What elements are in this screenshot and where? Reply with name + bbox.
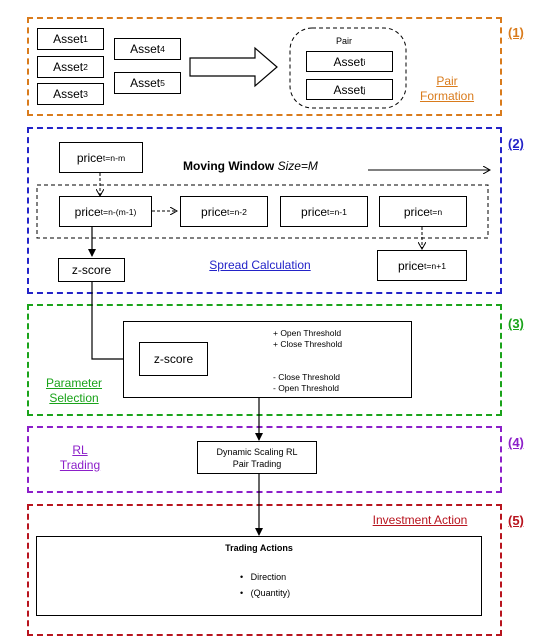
price-n-m-sub: t=n-m bbox=[102, 152, 126, 163]
asset-4-label: Asset bbox=[130, 42, 161, 56]
rl-trading-box: Dynamic Scaling RL Pair Trading bbox=[197, 441, 317, 474]
section-2-number: (2) bbox=[508, 136, 524, 151]
price-n-plus-1-label: price bbox=[397, 258, 424, 273]
section-4-frame bbox=[27, 426, 502, 493]
moving-window-size: Size=M bbox=[277, 159, 318, 173]
action-item: • (Quantity) bbox=[240, 588, 291, 598]
minus-open-threshold: - Open Threshold bbox=[272, 383, 340, 393]
section-4-label: RL Trading bbox=[50, 443, 110, 473]
section-4-label-line2: Trading bbox=[59, 458, 101, 472]
section-4-label-line1: RL bbox=[72, 443, 88, 457]
asset-3-label: Asset bbox=[53, 87, 84, 101]
section-1-number: (1) bbox=[508, 25, 524, 40]
price-n-2-label: price bbox=[201, 204, 228, 219]
section-1-label: Pair Formation bbox=[412, 74, 482, 104]
plus-close-threshold: + Close Threshold bbox=[272, 339, 344, 349]
asset-i-label: Asset bbox=[333, 54, 364, 69]
asset-3-sub: 3 bbox=[83, 89, 88, 99]
asset-1-label: Asset bbox=[53, 32, 84, 46]
asset-5-label: Asset bbox=[130, 76, 161, 90]
price-n-1-label: price bbox=[301, 204, 328, 219]
moving-window-frame bbox=[36, 184, 489, 239]
section-3-number: (3) bbox=[508, 316, 524, 331]
section-2-frame bbox=[27, 127, 502, 294]
action-item: • Direction bbox=[240, 572, 287, 582]
section-4-number: (4) bbox=[508, 435, 524, 450]
price-n-1-sub: t=n-1 bbox=[327, 206, 347, 217]
section-3-label-line2: Selection bbox=[49, 391, 99, 405]
asset-5-sub: 5 bbox=[160, 78, 165, 88]
moving-window-bold: Moving Window bbox=[183, 159, 275, 173]
asset-i-sub: i bbox=[363, 56, 366, 67]
section-5-label: Investment Action bbox=[372, 513, 468, 527]
zscore-box-parameter: z-score bbox=[139, 342, 208, 376]
asset-4-sub: 4 bbox=[160, 44, 165, 54]
asset-1-sub: 1 bbox=[83, 34, 88, 44]
action-quantity: (Quantity) bbox=[250, 588, 291, 598]
zscore-box-spread: z-score bbox=[58, 258, 125, 282]
rl-line2: Pair Trading bbox=[232, 458, 282, 469]
asset-2-label: Asset bbox=[53, 60, 84, 74]
price-n-plus-1-sub: t=n+1 bbox=[423, 260, 447, 271]
plus-open-threshold: + Open Threshold bbox=[272, 328, 343, 338]
asset-j-label: Asset bbox=[333, 82, 364, 97]
section-5-frame bbox=[27, 504, 502, 636]
price-n-m1-label: price bbox=[74, 204, 101, 219]
big-hollow-arrow bbox=[189, 46, 278, 88]
pair-title: Pair bbox=[336, 36, 353, 46]
asset-j-sub: j bbox=[363, 84, 366, 95]
section-1-label-line1: Pair bbox=[436, 74, 458, 88]
section-3-frame bbox=[27, 304, 502, 416]
price-n-m-label: price bbox=[76, 150, 103, 165]
section-3-label: Parameter Selection bbox=[34, 376, 114, 406]
rl-line1: Dynamic Scaling RL bbox=[216, 446, 298, 457]
action-direction: Direction bbox=[250, 572, 287, 582]
price-n-2-sub: t=n-2 bbox=[227, 206, 247, 217]
trading-actions-title: Trading Actions bbox=[225, 543, 293, 553]
pair-container bbox=[289, 27, 407, 109]
section-1-frame bbox=[27, 17, 502, 116]
price-n-m1-sub: t=n-(m-1) bbox=[100, 206, 137, 217]
trading-actions-box: Trading Actions • Direction • (Quantity) bbox=[36, 536, 482, 616]
price-n-sub: t=n bbox=[429, 206, 443, 217]
price-n-label: price bbox=[403, 204, 430, 219]
section-2-label: Spread Calculation bbox=[209, 258, 311, 272]
section-1-label-line2: Formation bbox=[419, 89, 475, 103]
section-3-label-line1: Parameter bbox=[45, 376, 103, 390]
minus-close-threshold: - Close Threshold bbox=[272, 372, 341, 382]
asset-2-sub: 2 bbox=[83, 62, 88, 72]
section-5-number: (5) bbox=[508, 513, 524, 528]
moving-window-title: Moving Window Size=M bbox=[183, 159, 318, 173]
